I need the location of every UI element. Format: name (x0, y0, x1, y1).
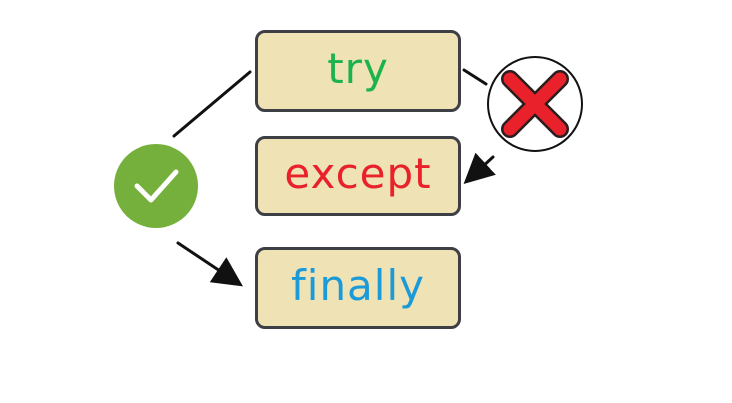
finally-label: finally (290, 261, 425, 310)
except-label: except (284, 149, 432, 198)
finally-block: finally (255, 247, 461, 329)
except-block: except (255, 136, 461, 216)
cross-icon (501, 70, 569, 138)
error-badge (487, 56, 583, 152)
success-to-finally-arrow (176, 241, 243, 287)
check-icon (134, 169, 179, 203)
try-to-success-connector (172, 70, 252, 138)
success-badge (114, 144, 198, 228)
success-circle (114, 144, 198, 228)
try-to-error-connector (462, 68, 488, 86)
try-block: try (255, 30, 461, 112)
try-label: try (327, 44, 389, 93)
error-to-except-arrow (463, 152, 496, 185)
